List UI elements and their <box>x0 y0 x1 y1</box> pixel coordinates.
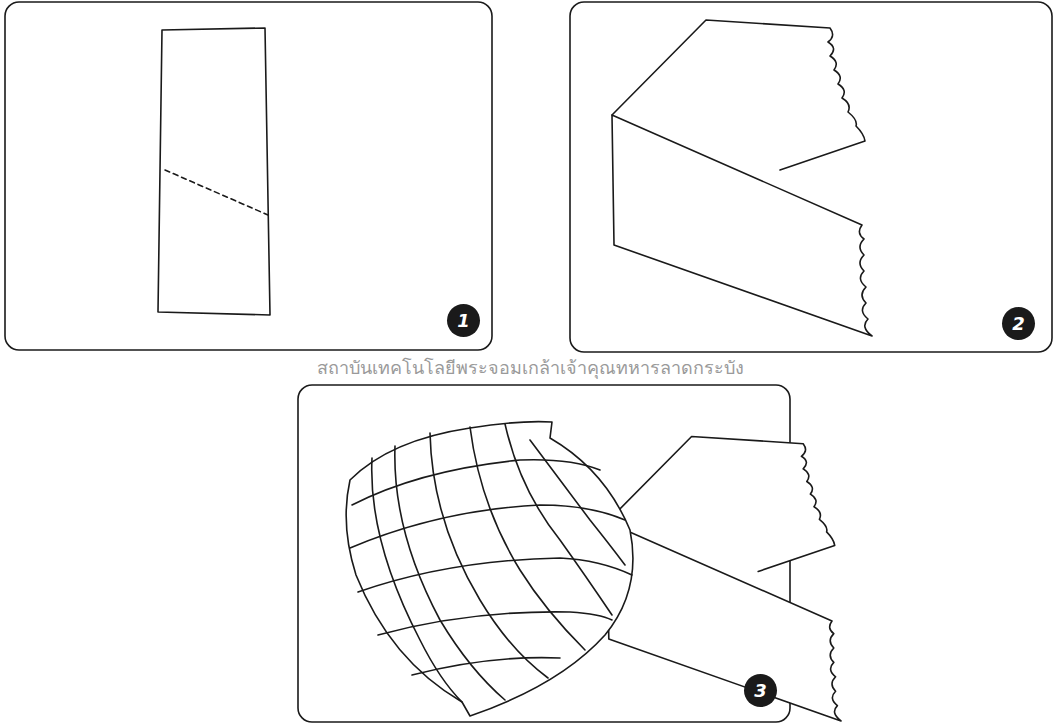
watermark: สถาบันเทคโนโลยีพระจอมเกล้าเจ้าคุณทหารลาด… <box>290 356 770 382</box>
panel-frame <box>5 2 492 350</box>
callout-number: 2 <box>1002 307 1035 340</box>
fold-line <box>165 170 268 215</box>
callout-number: 1 <box>447 304 480 337</box>
folded-tail <box>612 20 872 336</box>
woven-fish <box>346 422 841 721</box>
panel-frame <box>570 2 1052 352</box>
paper-strip <box>158 28 270 315</box>
callout-number: 3 <box>744 674 777 707</box>
